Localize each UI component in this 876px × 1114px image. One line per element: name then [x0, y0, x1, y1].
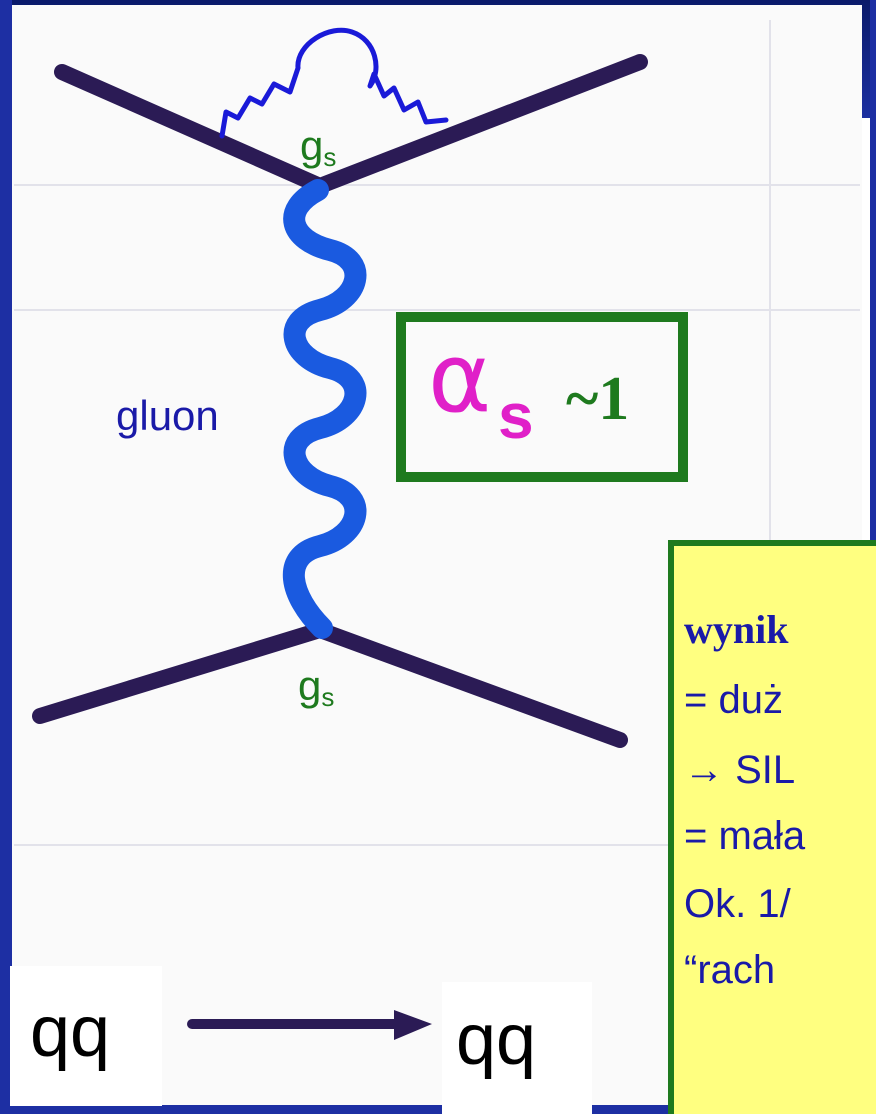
vertex-coupling-top-subscript: s [323, 142, 337, 172]
coupling-value: ~1 [566, 365, 630, 433]
vertex-coupling-bottom-symbol: g [298, 662, 322, 709]
final-state-box: qq [442, 982, 592, 1114]
note-line-6: “rach [684, 948, 776, 992]
upper-quark-lines [54, 54, 648, 194]
coupling-constant-box: α s ~1 [396, 312, 688, 482]
vertex-coupling-bottom: gs [298, 662, 335, 712]
gluon-propagator [283, 179, 367, 639]
vertex-coupling-bottom-subscript: s [321, 682, 335, 712]
note-line-1: wynik [684, 607, 789, 652]
initial-state-box: qq [10, 966, 162, 1106]
vertex-coupling-top-symbol: g [300, 122, 324, 169]
slide-background-left [0, 0, 12, 1114]
note-line-5: Ok. 1/ [684, 882, 791, 926]
gluon-loop-squiggle [219, 27, 449, 139]
vertex-coupling-top: gs [300, 122, 337, 172]
note-line-3: → SIL [684, 748, 796, 792]
alpha-symbol: α [428, 322, 492, 434]
gluon-label: gluon [116, 392, 219, 439]
final-state-label: qq [456, 1000, 537, 1080]
note-line-4: = mała [684, 814, 806, 858]
alpha-subscript: s [498, 380, 534, 452]
initial-state-label: qq [30, 992, 111, 1072]
note-line-2: = duż [684, 678, 783, 722]
slide-background-bottom [0, 1104, 876, 1114]
process-arrow-head [394, 1010, 432, 1040]
note-callout: wynik = duż → SIL = mała Ok. 1/ “rach [668, 540, 876, 1114]
